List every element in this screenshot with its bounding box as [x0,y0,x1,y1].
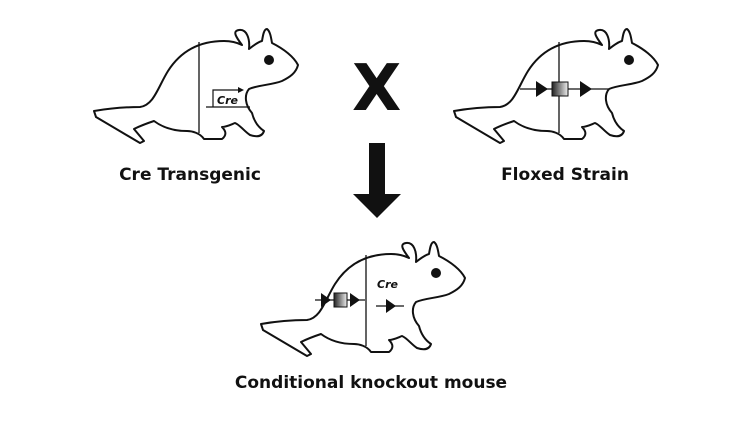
loxp-cassette-icon [315,292,365,308]
conditional-knockout-label: Conditional knockout mouse [234,373,508,393]
conditional-knockout-mouse: Cre [260,241,466,357]
cre-transgenic-mouse: Cre [93,28,299,144]
floxed-strain-mouse [453,28,659,144]
cre-gene-label: Cre [377,278,398,291]
cross-symbol: X [352,52,402,126]
loxp-cassette-icon [520,81,608,97]
single-loxp-arrow-icon [376,299,404,313]
cre-transgenic-label: Cre Transgenic [119,165,261,185]
floxed-strain-label: Floxed Strain [501,165,629,185]
cre-gene-label: Cre [217,94,238,107]
down-arrow-icon [353,143,401,218]
cre-promoter-arrow-icon [206,87,250,108]
